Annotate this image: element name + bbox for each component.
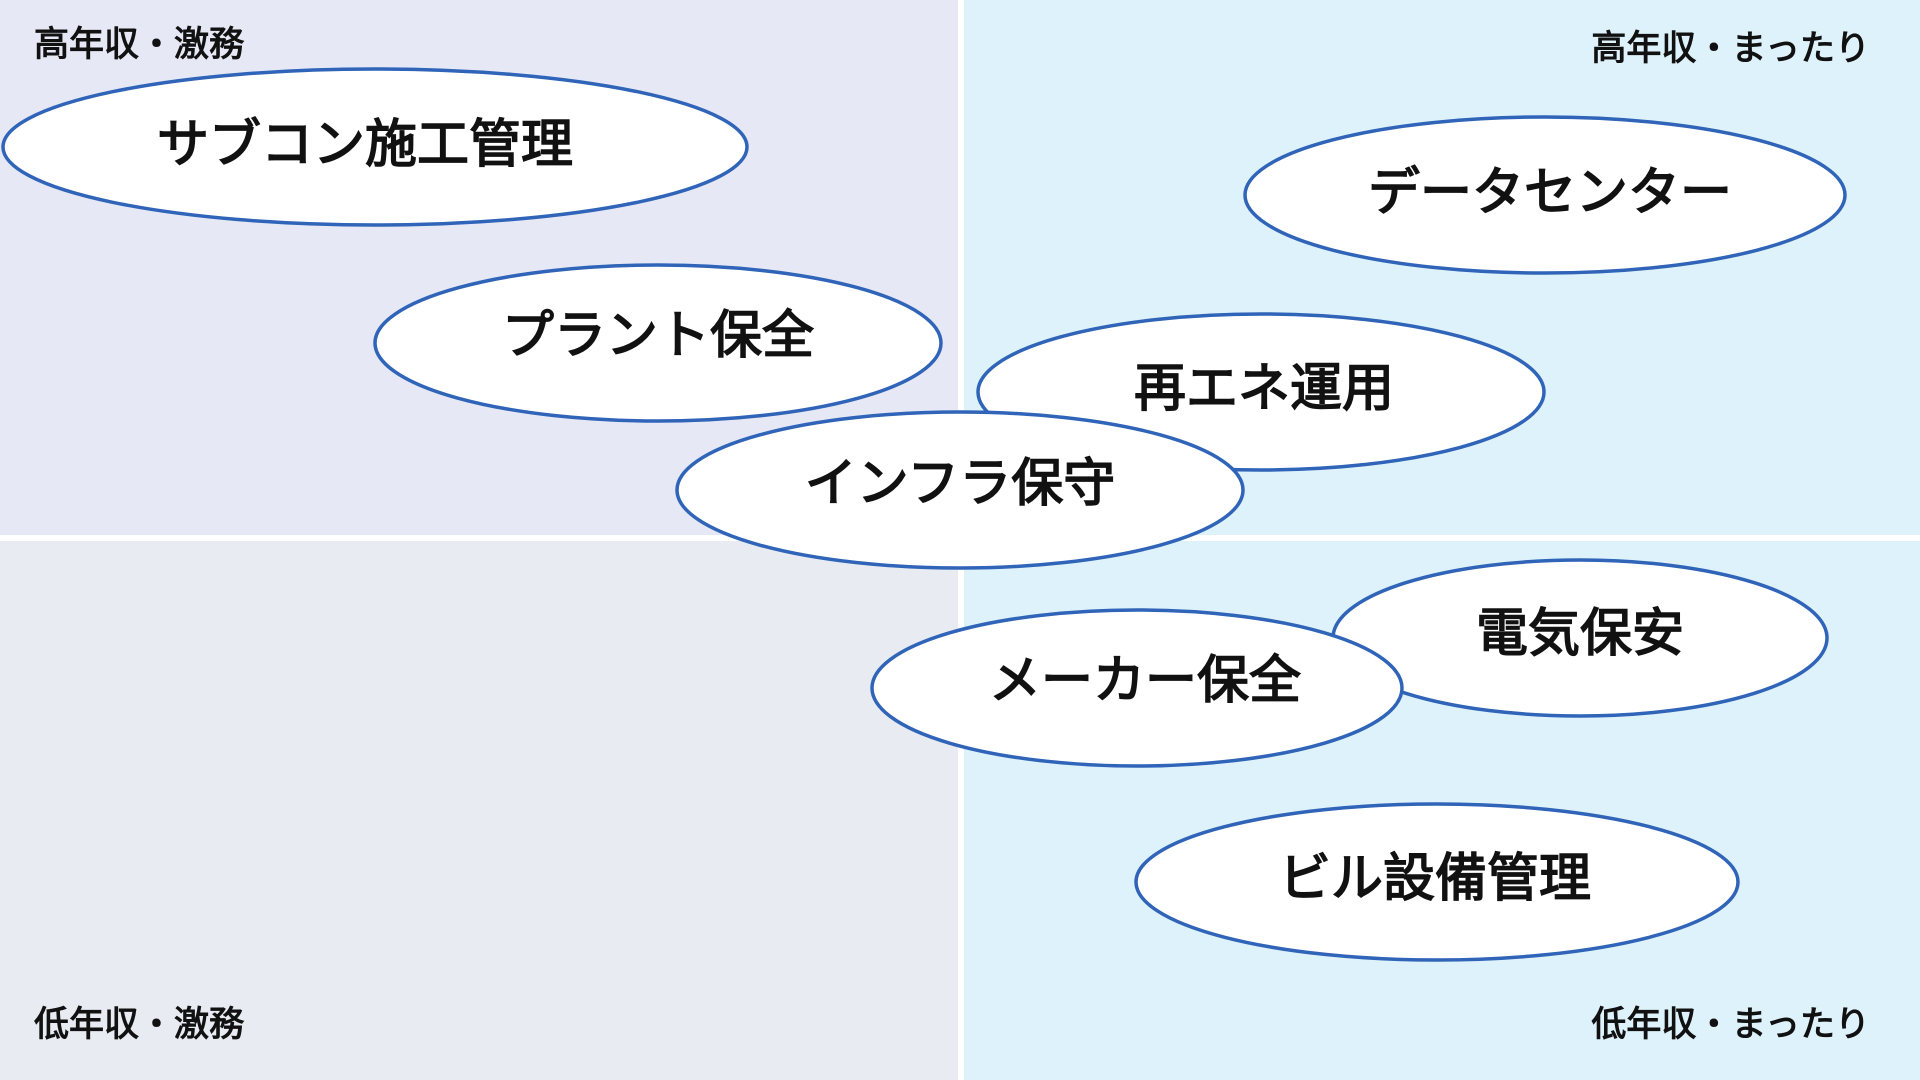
bubble-denki: 電気保安 [1331, 558, 1829, 718]
bubble-building-label: ビル設備管理 [1279, 849, 1591, 909]
bubble-datacenter: データセンター [1243, 115, 1847, 275]
label-high-income-hard: 高年収・激務 [34, 25, 245, 65]
bubble-renewable: 再エネ運用 [976, 312, 1546, 472]
label-high-income-relaxed: 高年収・まったり [1591, 29, 1870, 69]
bubble-subcon-shape [1, 67, 749, 227]
bubble-maker-label: メーカー保全 [989, 651, 1302, 711]
bubble-infra: インフラ保守 [675, 410, 1245, 570]
label-low-income-relaxed: 低年収・まったり [1591, 1005, 1870, 1045]
bubble-subcon-label: サブコン施工管理 [157, 115, 573, 175]
quadrant-low-income-hard [0, 541, 958, 1080]
bubble-plant-label: プラント保全 [502, 306, 815, 366]
bubble-datacenter-shape [1243, 115, 1847, 275]
bubble-denki-label: 電気保安 [1476, 604, 1684, 664]
bubble-building-shape [1134, 802, 1740, 962]
bubble-building: ビル設備管理 [1134, 802, 1740, 962]
bubble-subcon: サブコン施工管理 [1, 67, 749, 227]
bubble-plant-shape [373, 263, 943, 423]
bubble-infra-shape [675, 410, 1245, 570]
label-low-income-hard: 低年収・激務 [34, 1005, 245, 1045]
bubble-datacenter-label: データセンター [1368, 163, 1732, 223]
bubble-plant: プラント保全 [373, 263, 943, 423]
bubble-infra-label: インフラ保守 [805, 454, 1115, 514]
bubble-renewable-label: 再エネ運用 [1134, 359, 1394, 419]
bubble-maker-shape [870, 608, 1404, 768]
bubble-maker: メーカー保全 [870, 608, 1404, 768]
